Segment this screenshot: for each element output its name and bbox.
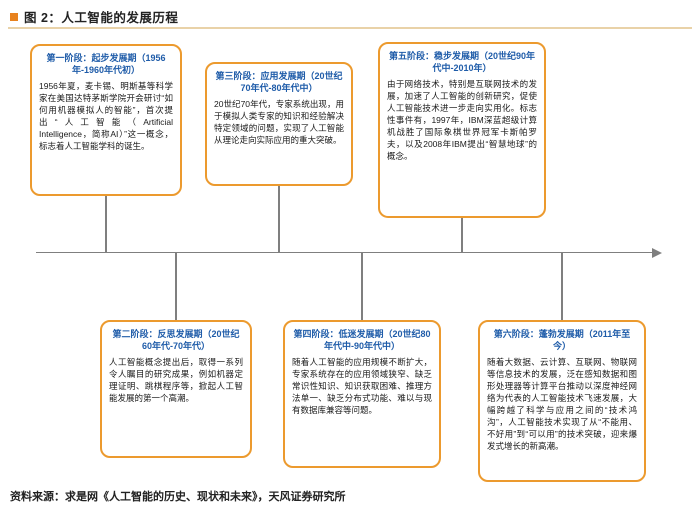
connector-stage-1 <box>105 196 107 253</box>
stage-5-title: 第五阶段：稳步发展期（20世纪90年代中-2010年） <box>388 51 536 74</box>
stage-2-body: 人工智能概念提出后，取得一系列令人瞩目的研究成果，例如机器定理证明、跳棋程序等，… <box>109 357 243 403</box>
stage-box-1: 第一阶段：起步发展期（1956年-1960年代初） 1956年夏，麦卡锡、明斯基… <box>30 44 182 196</box>
figure-title: 图 2：人工智能的发展历程 <box>24 11 179 25</box>
stage-box-2: 第二阶段：反思发展期（20世纪60年代-70年代） 人工智能概念提出后，取得一系… <box>100 320 252 458</box>
header-divider <box>8 27 692 29</box>
source-note: 资料来源：求是网《人工智能的历史、现状和未来》，天风证券研究所 <box>10 491 346 503</box>
stage-box-6: 第六阶段：蓬勃发展期（2011年至今） 随着大数据、云计算、互联网、物联网等信息… <box>478 320 646 482</box>
stage-1-title: 第一阶段：起步发展期（1956年-1960年代初） <box>46 53 166 76</box>
connector-stage-6 <box>561 253 563 320</box>
timeline-arrowhead-icon <box>652 247 662 258</box>
orange-square-bullet-icon <box>10 12 18 21</box>
stage-6-body: 随着大数据、云计算、互联网、物联网等信息技术的发展，泛在感知数据和图形处理器等计… <box>487 357 637 451</box>
stage-6-title: 第六阶段：蓬勃发展期（2011年至今） <box>493 329 631 352</box>
connector-stage-3 <box>278 186 280 253</box>
stage-4-title: 第四阶段：低迷发展期（20世纪80年代中-90年代中） <box>293 329 431 352</box>
stage-3-title: 第三阶段：应用发展期（20世纪70年代-80年代中） <box>215 71 343 94</box>
connector-stage-5 <box>461 218 463 253</box>
stage-box-5: 第五阶段：稳步发展期（20世纪90年代中-2010年） 由于网络技术，特别是互联… <box>378 42 546 218</box>
connector-stage-4 <box>361 253 363 320</box>
connector-stage-2 <box>175 253 177 320</box>
stage-2-title: 第二阶段：反思发展期（20世纪60年代-70年代） <box>112 329 240 352</box>
stage-1-body: 1956年夏，麦卡锡、明斯基等科学家在美国达特茅斯学院开会研讨“如何用机器模拟人… <box>39 81 173 151</box>
timeline-axis <box>36 252 654 253</box>
stage-5-body: 由于网络技术，特别是互联网技术的发展，加速了人工智能的创新研究，促使人工智能技术… <box>387 79 537 161</box>
stage-3-body: 20世纪70年代，专家系统出现，用于模拟人类专家的知识和经验解决特定领域的问题，… <box>214 99 344 145</box>
stage-box-4: 第四阶段：低迷发展期（20世纪80年代中-90年代中） 随着人工智能的应用规模不… <box>283 320 441 468</box>
figure-header: 图 2：人工智能的发展历程 <box>10 7 178 26</box>
stage-box-3: 第三阶段：应用发展期（20世纪70年代-80年代中） 20世纪70年代，专家系统… <box>205 62 353 186</box>
stage-4-body: 随着人工智能的应用规模不断扩大，专家系统存在的应用领域狭窄、缺乏常识性知识、知识… <box>292 357 432 415</box>
